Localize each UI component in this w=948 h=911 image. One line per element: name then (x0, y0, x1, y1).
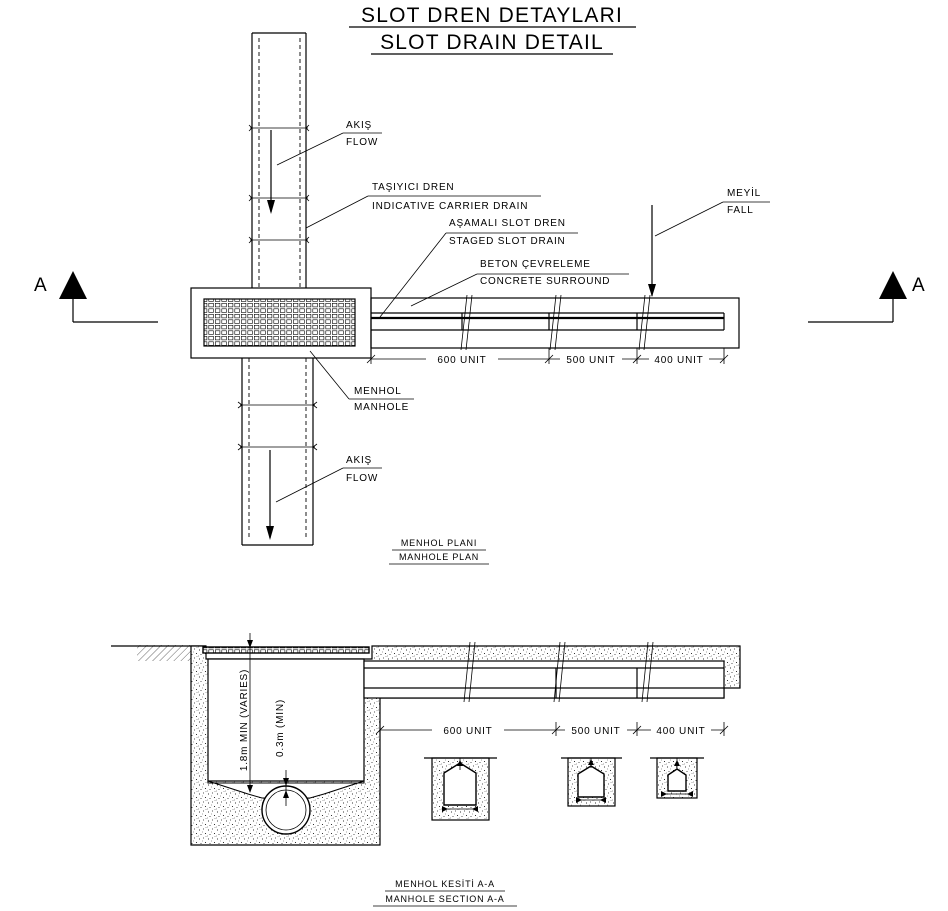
upper-carrier-pipe (248, 32, 310, 288)
section-caption-tr: MENHOL KESİTİ A-A (395, 879, 495, 889)
title-line-2: SLOT DRAIN DETAIL (380, 31, 604, 54)
section-dim-400: 400 UNIT (656, 726, 705, 737)
concrete-label-tr: BETON ÇEVRELEME (480, 259, 591, 270)
fall-label-en: FALL (727, 205, 754, 216)
lower-carrier-pipe (237, 358, 318, 546)
drain-cross-section-500 (561, 757, 622, 807)
section-mark-left-letter: A (34, 275, 47, 296)
plan-dimensions: 600 UNIT 500 UNIT 400 UNIT (366, 348, 729, 366)
depth-label: 1.8m MIN (VARIES) (239, 669, 250, 771)
plan-dim-500: 500 UNIT (566, 355, 615, 366)
section-dimensions: 600 UNIT 500 UNIT 400 UNIT (375, 722, 729, 737)
section-dim-500: 500 UNIT (571, 726, 620, 737)
plan-caption-tr: MENHOL PLANI (401, 538, 477, 548)
cover-label: 0.3m (MIN) (275, 699, 286, 757)
title-line-1: SLOT DREN DETAYLARI (361, 4, 623, 27)
drain-cross-section-600 (424, 757, 497, 821)
manhole-box (190, 287, 372, 359)
section-marker-right: A (808, 271, 925, 323)
staged-label-en: STAGED SLOT DRAIN (449, 236, 566, 247)
manhole-plan: 600 UNIT 500 UNIT 400 UNIT AKIŞ FLOW TAŞ… (34, 32, 925, 565)
section-dim-600: 600 UNIT (443, 726, 492, 737)
flow-bottom-label-en: FLOW (346, 473, 378, 484)
drawing-title: SLOT DREN DETAYLARI SLOT DRAIN DETAIL (349, 4, 636, 55)
section-caption: MENHOL KESİTİ A-A MANHOLE SECTION A-A (373, 879, 517, 907)
flow-top-label-en: FLOW (346, 137, 378, 148)
section-caption-en: MANHOLE SECTION A-A (385, 894, 504, 904)
section-mark-right-letter: A (912, 275, 925, 296)
fall-label-tr: MEYİL (727, 186, 761, 199)
plan-annotations: AKIŞ FLOW TAŞIYICI DREN INDICATIVE CARRI… (275, 120, 770, 503)
carrier-label-en: INDICATIVE CARRIER DRAIN (372, 201, 528, 212)
concrete-label-en: CONCRETE SURROUND (480, 276, 610, 287)
plan-dim-400: 400 UNIT (654, 355, 703, 366)
manhole-section: 1.8m MIN (VARIES) 0.3m (MIN) 600 UNIT 50… (111, 633, 741, 907)
slot-drain-plan (370, 294, 740, 351)
flow-top-label-tr: AKIŞ (346, 120, 372, 131)
carrier-label-tr: TAŞIYICI DREN (372, 182, 454, 193)
manhole-label-tr: MENHOL (354, 386, 402, 397)
staged-label-tr: AŞAMALI SLOT DREN (449, 218, 566, 229)
plan-dim-600: 600 UNIT (437, 355, 486, 366)
plan-caption-en: MANHOLE PLAN (399, 552, 479, 562)
section-marker-left: A (34, 271, 158, 323)
manhole-label-en: MANHOLE (354, 402, 409, 413)
drain-cross-section-400 (650, 757, 704, 799)
plan-caption: MENHOL PLANI MANHOLE PLAN (389, 538, 489, 565)
flow-bottom-label-tr: AKIŞ (346, 455, 372, 466)
